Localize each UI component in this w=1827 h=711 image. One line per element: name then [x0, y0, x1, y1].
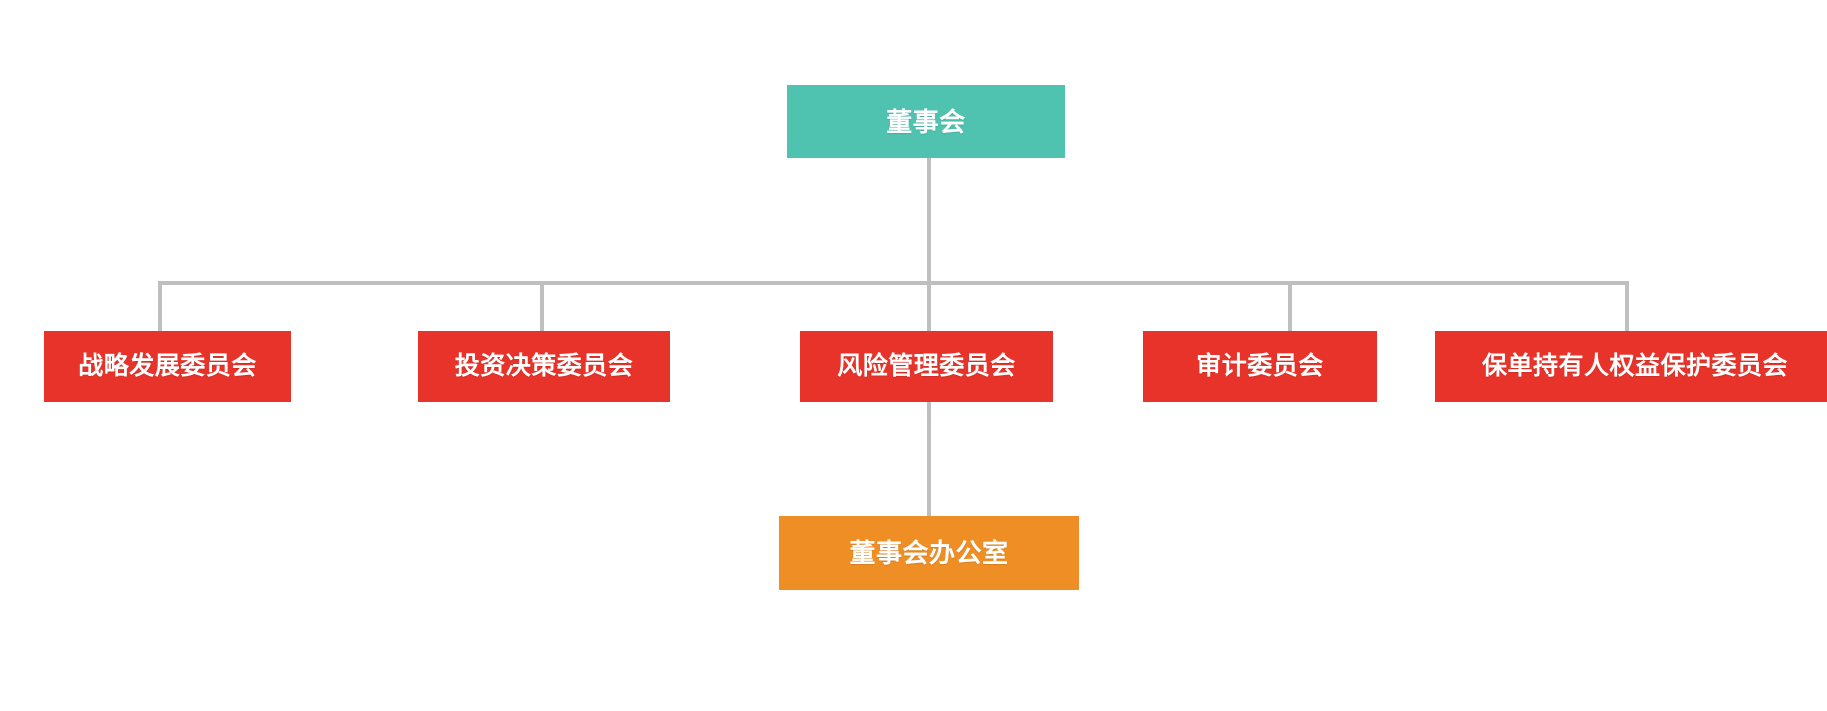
node-committee-risk-management[interactable]: 风险管理委员会 — [800, 331, 1053, 402]
connector-horizontal-bus — [158, 281, 1629, 285]
node-committee-audit[interactable]: 审计委员会 — [1143, 331, 1377, 402]
node-board-office[interactable]: 董事会办公室 — [779, 516, 1079, 590]
connector-drop-committee-3 — [1288, 281, 1292, 333]
node-board-of-directors[interactable]: 董事会 — [787, 85, 1065, 158]
connector-committee-to-office — [927, 402, 931, 518]
connector-drop-committee-0 — [158, 281, 162, 333]
node-committee-investment-decision[interactable]: 投资决策委员会 — [418, 331, 670, 402]
connector-drop-committee-1 — [540, 281, 544, 333]
connector-root-to-bus — [927, 158, 931, 285]
connector-drop-committee-2 — [927, 281, 931, 333]
node-committee-policyholder-rights-protection[interactable]: 保单持有人权益保护委员会 — [1435, 331, 1827, 402]
connector-drop-committee-4 — [1625, 281, 1629, 333]
node-committee-strategic-development[interactable]: 战略发展委员会 — [44, 331, 291, 402]
